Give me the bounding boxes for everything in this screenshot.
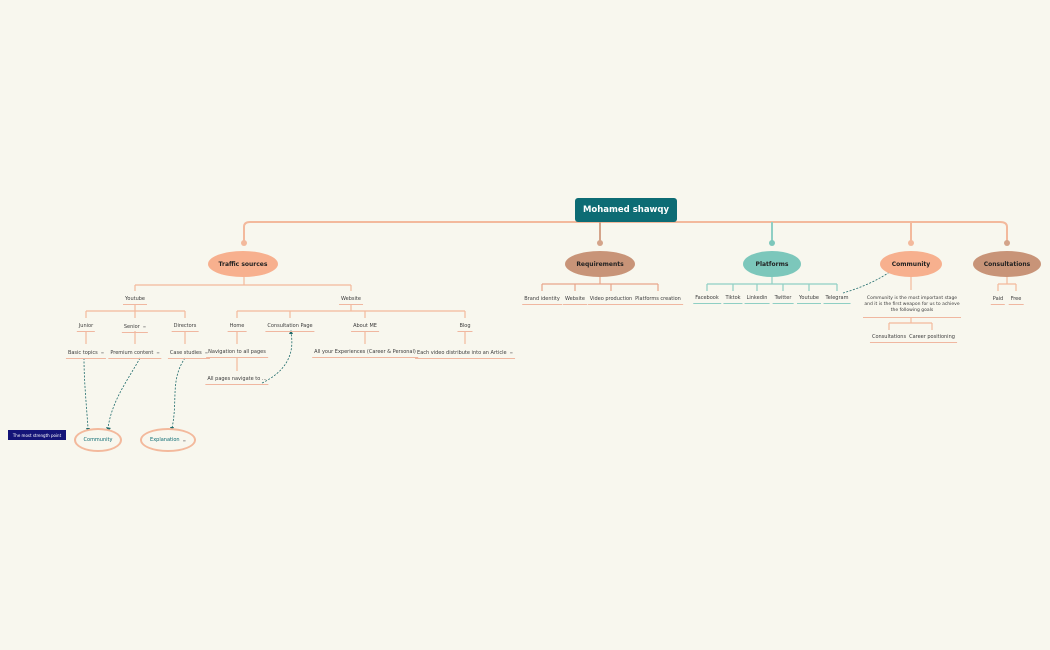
node-youtube[interactable]: Youtube: [123, 296, 147, 305]
node-telegram[interactable]: Telegram: [823, 295, 851, 304]
node-navigation[interactable]: Navigation to all pages: [206, 349, 268, 358]
node-linkedin[interactable]: Linkedin: [744, 295, 770, 304]
node-brand-identity[interactable]: Brand identity: [522, 296, 562, 305]
note-icon: ≡: [100, 350, 105, 355]
floating-community-label: Community: [83, 437, 113, 443]
node-each-video-label: Each video distribute into an Article: [417, 350, 507, 356]
node-each-video[interactable]: Each video distribute into an Article≡: [415, 349, 515, 359]
node-blog[interactable]: Blog: [457, 323, 473, 332]
root-node[interactable]: Mohamed shawqy: [575, 198, 677, 222]
node-tiktok[interactable]: Tiktok: [723, 295, 743, 304]
node-directors[interactable]: Directors: [171, 323, 199, 332]
node-experiences[interactable]: All your Experiences (Career & Personal): [312, 349, 418, 358]
node-free[interactable]: Free: [1008, 296, 1024, 305]
branch-traffic-sources[interactable]: Traffic sources: [208, 251, 278, 277]
node-twitter[interactable]: Twitter: [772, 295, 794, 304]
branch-traffic-label: Traffic sources: [218, 260, 268, 268]
branch-platforms[interactable]: Platforms: [743, 251, 801, 277]
note-icon: ≡: [509, 350, 513, 355]
root-label: Mohamed shawqy: [582, 205, 670, 215]
node-career-positioning[interactable]: Career positioning: [907, 334, 957, 343]
node-basic-topics[interactable]: Basic topics≡: [65, 349, 107, 359]
branch-requirements-label: Requirements: [576, 260, 624, 268]
branch-platforms-label: Platforms: [755, 260, 789, 268]
node-basic-label: Basic topics: [67, 350, 98, 356]
branch-requirements[interactable]: Requirements: [565, 251, 635, 277]
node-senior-label: Senior: [123, 324, 140, 330]
node-platforms-creation[interactable]: Platforms creation: [633, 296, 683, 305]
note-icon: ≡: [142, 324, 147, 329]
node-about-me[interactable]: About ME: [351, 323, 379, 332]
node-all-pages[interactable]: All pages navigate to ...: [205, 376, 269, 385]
branch-community-label: Community: [891, 260, 931, 268]
node-senior[interactable]: Senior≡: [121, 323, 149, 333]
note-icon: ≡: [156, 350, 160, 355]
floating-explanation[interactable]: Explanation≡: [140, 428, 196, 452]
node-consultation-page[interactable]: Consultation Page: [265, 323, 315, 332]
node-junior[interactable]: Junior: [76, 323, 96, 332]
node-consultations[interactable]: Consultations: [869, 334, 909, 343]
branch-consultations[interactable]: Consultations: [973, 251, 1041, 277]
node-facebook[interactable]: Facebook: [693, 295, 721, 304]
node-premium-content[interactable]: Premium content≡: [108, 349, 162, 359]
branch-consultations-label: Consultations: [983, 260, 1031, 268]
node-community-description[interactable]: Community is the most important stage an…: [863, 296, 961, 318]
branch-community[interactable]: Community: [880, 251, 942, 277]
node-req-website[interactable]: Website: [563, 296, 587, 305]
node-home[interactable]: Home: [227, 323, 247, 332]
note-icon: ≡: [204, 350, 209, 355]
strength-point-text: The most strength point: [12, 432, 62, 438]
node-video-production[interactable]: Video production: [587, 296, 635, 305]
node-platform-youtube[interactable]: Youtube: [797, 295, 821, 304]
node-website[interactable]: Website: [339, 296, 363, 305]
node-paid[interactable]: Paid: [990, 296, 1006, 305]
strength-point-label[interactable]: The most strength point: [8, 430, 66, 440]
node-case-studies[interactable]: Case studies≡: [167, 349, 211, 359]
floating-community[interactable]: Community: [74, 428, 122, 452]
node-premium-label: Premium content: [110, 350, 154, 356]
node-case-label: Case studies: [169, 350, 202, 356]
note-icon: ≡: [182, 437, 186, 443]
floating-explanation-label: Explanation: [150, 437, 180, 443]
